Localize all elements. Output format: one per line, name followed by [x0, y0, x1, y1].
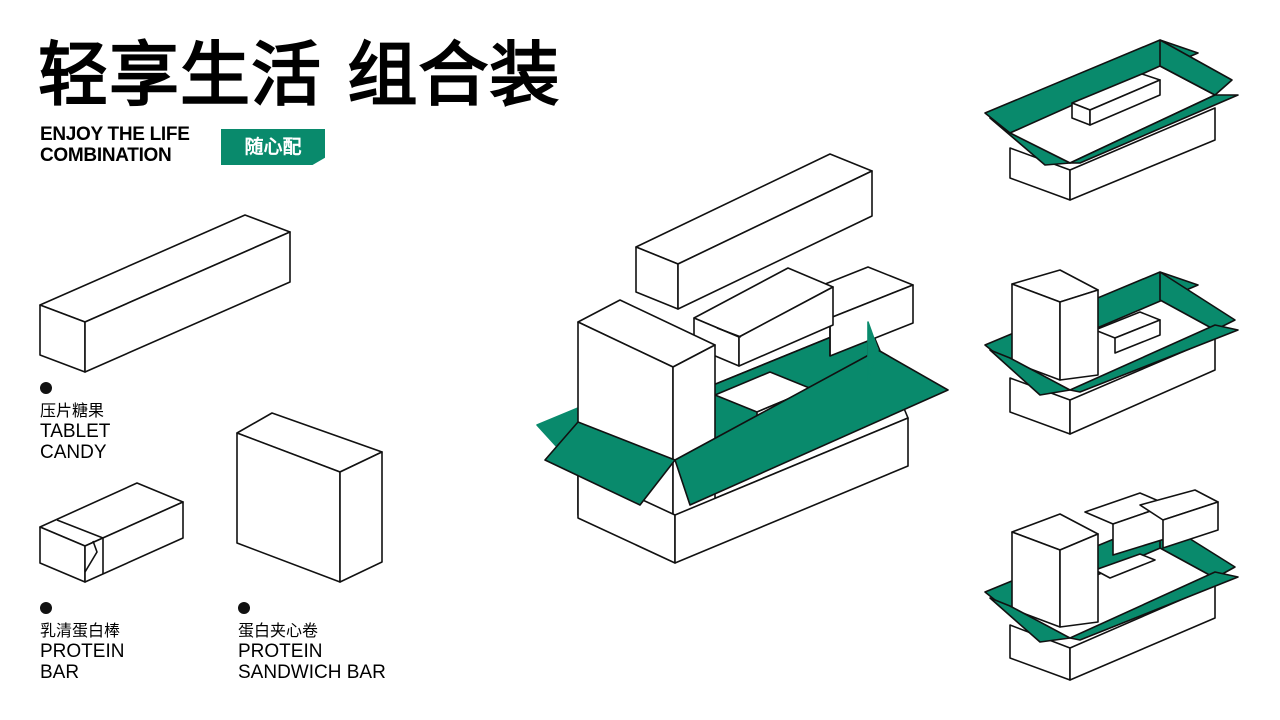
combo-variant-b	[984, 269, 1239, 435]
sandwich-bar-name-en-1: PROTEIN	[238, 641, 323, 662]
product-label-protein-bar: 乳清蛋白棒 PROTEIN BAR	[40, 602, 124, 683]
subtitle-en: ENJOY THE LIFE COMBINATION	[40, 124, 190, 166]
combo-variant-a	[984, 39, 1239, 201]
bullet-dot	[40, 602, 52, 614]
sandwich-bar-name-cn: 蛋白夹心卷	[238, 621, 319, 640]
main-combo-box	[536, 153, 949, 564]
mix-and-match-badge: 随心配	[221, 129, 325, 165]
protein-bar-name-cn: 乳清蛋白棒	[40, 621, 121, 640]
bullet-dot	[238, 602, 250, 614]
sandwich-bar-name-en-2: SANDWICH BAR	[238, 662, 386, 683]
tablet-candy-name-en-1: TABLET	[40, 421, 111, 442]
protein-bar-box	[39, 482, 184, 583]
combo-variant-c	[984, 489, 1239, 681]
protein-bar-name-en-1: PROTEIN	[40, 641, 125, 662]
tablet-candy-box	[39, 214, 291, 373]
bullet-dot	[40, 382, 52, 394]
tablet-candy-name-en-2: CANDY	[40, 442, 107, 463]
product-label-protein-sandwich-bar: 蛋白夹心卷 PROTEIN SANDWICH BAR	[238, 602, 386, 683]
sandwich-bar-box	[236, 412, 383, 583]
protein-bar-name-en-2: BAR	[40, 662, 80, 683]
tablet-candy-name-cn: 压片糖果	[40, 401, 105, 420]
subtitle-line-1: ENJOY THE LIFE	[40, 124, 190, 145]
product-label-tablet-candy: 压片糖果 TABLET CANDY	[40, 382, 110, 463]
page-title: 轻享生活 组合装	[38, 34, 561, 116]
subtitle-line-2: COMBINATION	[40, 145, 172, 166]
